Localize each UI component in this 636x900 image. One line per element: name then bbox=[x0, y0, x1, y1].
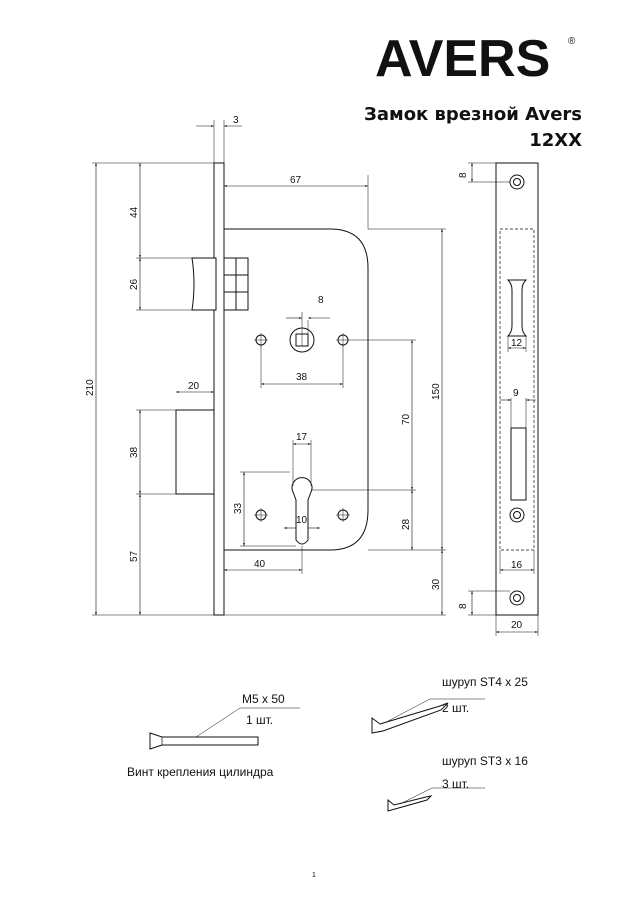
dim-38-bolt: 38 bbox=[129, 446, 140, 458]
registered-mark: ® bbox=[568, 36, 576, 47]
dim-8-top: 8 bbox=[458, 172, 469, 178]
front-dimension-labels: 8 8 12 9 16 20 bbox=[458, 172, 523, 631]
screw-hole-mid bbox=[513, 511, 521, 519]
dim-33: 33 bbox=[233, 502, 244, 514]
dim-30: 30 bbox=[431, 578, 442, 590]
dim-9: 9 bbox=[513, 388, 519, 399]
front-extension-lines bbox=[468, 162, 539, 636]
screw-hole-top bbox=[513, 178, 521, 186]
dim-17: 17 bbox=[296, 432, 308, 443]
lock-case bbox=[224, 228, 369, 551]
dim-67: 67 bbox=[290, 175, 302, 186]
case-hidden-outline bbox=[499, 228, 535, 551]
st4-qty-label: 2 шт. bbox=[442, 701, 469, 715]
accessory-st4-screw: шуруп ST4 x 25 2 шт. bbox=[371, 675, 528, 734]
st4-screw-icon bbox=[371, 702, 449, 734]
dim-20-bolt: 20 bbox=[188, 381, 200, 392]
dim-16: 16 bbox=[511, 560, 523, 571]
avers-logo: AVERS ® bbox=[375, 28, 580, 88]
dim-150: 150 bbox=[431, 383, 442, 400]
dim-57: 57 bbox=[129, 550, 140, 562]
product-title: Замок врезной Avers 12XX bbox=[364, 102, 582, 154]
st3-screw-icon bbox=[387, 795, 433, 812]
faceplate-side bbox=[213, 162, 225, 616]
dim-70: 70 bbox=[401, 413, 412, 425]
brand-name: AVERS bbox=[375, 30, 550, 80]
st3-qty-label: 3 шт. bbox=[442, 777, 469, 791]
screw-hole-bottom bbox=[513, 594, 521, 602]
dim-28: 28 bbox=[401, 518, 412, 530]
faceplate-front-view bbox=[495, 162, 539, 616]
title-line-1: Замок врезной Avers bbox=[364, 104, 582, 125]
accessory-m5-screw: M5 x 50 1 шт. Винт крепления цилиндра bbox=[127, 692, 300, 779]
cylinder-cutout bbox=[291, 477, 313, 545]
dim-10: 10 bbox=[296, 515, 308, 526]
dim-3: 3 bbox=[233, 115, 239, 126]
m5-screw-icon bbox=[149, 732, 259, 750]
faceplate-front bbox=[495, 162, 539, 616]
dim-8-bottom: 8 bbox=[458, 603, 469, 609]
st3-size-label: шуруп ST3 x 16 bbox=[442, 754, 528, 768]
extension-lines bbox=[92, 120, 446, 616]
m5-caption: Винт крепления цилиндра bbox=[127, 765, 274, 779]
lock-body-outline bbox=[175, 162, 369, 616]
front-dimension-lines bbox=[471, 163, 538, 633]
st4-size-label: шуруп ST4 x 25 bbox=[442, 675, 528, 689]
dim-12: 12 bbox=[511, 338, 523, 349]
centre-marks bbox=[254, 333, 350, 522]
dead-bolt bbox=[175, 409, 215, 495]
m5-size-label: M5 x 50 bbox=[242, 692, 285, 706]
latch-bolt bbox=[191, 257, 217, 311]
dim-210: 210 bbox=[85, 379, 96, 396]
dimension-labels: 3 67 8 38 20 17 10 40 210 44 26 38 57 33… bbox=[85, 115, 442, 590]
dimension-lines bbox=[95, 125, 443, 615]
m5-qty-label: 1 шт. bbox=[246, 713, 273, 727]
dim-44: 44 bbox=[129, 206, 140, 218]
title-line-2: 12XX bbox=[529, 130, 582, 151]
dim-20-plate: 20 bbox=[511, 620, 523, 631]
dim-40: 40 bbox=[254, 559, 266, 570]
accessory-st3-screw: шуруп ST3 x 16 3 шт. bbox=[387, 754, 528, 812]
dim-8-spindle: 8 bbox=[318, 295, 324, 306]
bolt-window bbox=[510, 427, 527, 501]
dim-38-holes: 38 bbox=[296, 372, 308, 383]
page-number: 1 bbox=[312, 872, 316, 879]
dim-26: 26 bbox=[129, 278, 140, 290]
